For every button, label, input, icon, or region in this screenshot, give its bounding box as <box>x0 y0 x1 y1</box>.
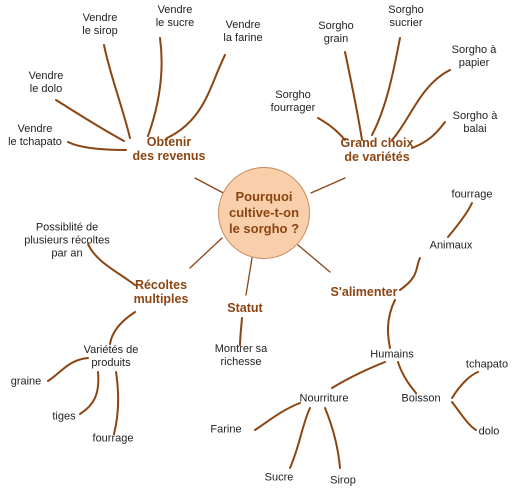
branch-dolo <box>451 401 477 431</box>
leaf-sucre-vente: Vendre le sucre <box>155 4 195 29</box>
leaf-boisson: Boisson <box>401 392 441 405</box>
center-question: Pourquoi cultive-t-on le sorgho ? <box>228 189 300 236</box>
branch-humains <box>387 299 396 349</box>
branch-sorgho-fourrager <box>317 117 346 141</box>
branch-tchapato <box>451 371 479 399</box>
leaf-farine-vente: Vendre la farine <box>223 19 263 44</box>
leaf-plusieurs-recoltes: Possiblité de plusieurs récoltes par an <box>24 221 110 260</box>
leaf-sorgho-sucrier: Sorgho sucrier <box>388 4 424 29</box>
leaf-sirop: Sirop <box>330 474 356 487</box>
leaf-animaux: Animaux <box>429 239 473 252</box>
leaf-dolo-vente: Vendre le dolo <box>28 70 64 95</box>
branch-varietes-produits <box>109 311 136 345</box>
branch-plusieurs-recoltes <box>87 243 136 286</box>
hub-revenus: Obtenir des revenus <box>132 135 206 163</box>
leaf-sorgho-fourrager: Sorgho fourrager <box>270 89 316 114</box>
branch-graine <box>47 357 89 382</box>
leaf-fourrage-recoltes: fourrage <box>92 432 134 445</box>
branch-center-statut <box>245 257 253 296</box>
branch-sirop-vente <box>103 44 131 139</box>
leaf-richesse: Montrer sa richesse <box>214 343 268 368</box>
leaf-varietes-produits: Variétés de produits <box>83 344 139 369</box>
branch-fourrage-animaux <box>447 202 473 238</box>
leaf-tchapato-vente: Vendre le tchapato <box>8 123 62 148</box>
branch-sorgho-sucrier <box>371 37 401 136</box>
branch-farine-vente <box>166 54 226 139</box>
branch-richesse <box>239 317 243 346</box>
branch-sucre <box>289 407 311 469</box>
branch-center-recoltes <box>189 237 223 269</box>
branch-center-varietes <box>310 177 346 194</box>
leaf-sorgho-grain: Sorgho grain <box>318 20 354 45</box>
leaf-farine: Farine <box>210 423 242 436</box>
branch-boisson <box>397 361 417 394</box>
leaf-tchapato: tchapato <box>465 358 509 371</box>
leaf-sirop-vente: Vendre le sirop <box>82 12 118 37</box>
hub-alimenter: S'alimenter <box>330 285 398 299</box>
branch-fourrage-recoltes <box>113 371 120 435</box>
hub-statut: Statut <box>227 301 263 315</box>
leaf-sucre: Sucre <box>264 471 294 484</box>
leaf-sorgho-balai: Sorgho à balai <box>452 110 498 135</box>
leaf-nourriture: Nourriture <box>299 392 349 405</box>
leaf-graine: graine <box>10 375 42 388</box>
hub-recoltes: Récoltes multiples <box>133 278 189 306</box>
branch-animaux <box>399 257 421 291</box>
leaf-humains: Humains <box>370 348 414 361</box>
leaf-dolo: dolo <box>478 425 500 438</box>
branch-farine <box>254 402 301 431</box>
branch-sirop <box>324 407 341 469</box>
branch-sucre-vente <box>147 37 163 137</box>
branch-sorgho-papier <box>391 69 451 141</box>
center-circle <box>218 167 310 259</box>
leaf-sorgho-papier: Sorgho à papier <box>451 44 497 69</box>
leaf-tiges: tiges <box>52 410 76 423</box>
leaf-fourrage-animaux: fourrage <box>451 188 493 201</box>
branch-tiges <box>79 371 100 415</box>
branch-tchapato-vente <box>67 141 127 151</box>
hub-varietes: Grand choix de variétés <box>340 136 414 164</box>
branch-sorgho-balai <box>411 121 446 149</box>
branch-nourriture <box>331 361 386 389</box>
branch-sorgho-grain <box>344 51 363 141</box>
branch-dolo-vente <box>55 99 125 142</box>
branch-center-alimenter <box>297 244 331 273</box>
